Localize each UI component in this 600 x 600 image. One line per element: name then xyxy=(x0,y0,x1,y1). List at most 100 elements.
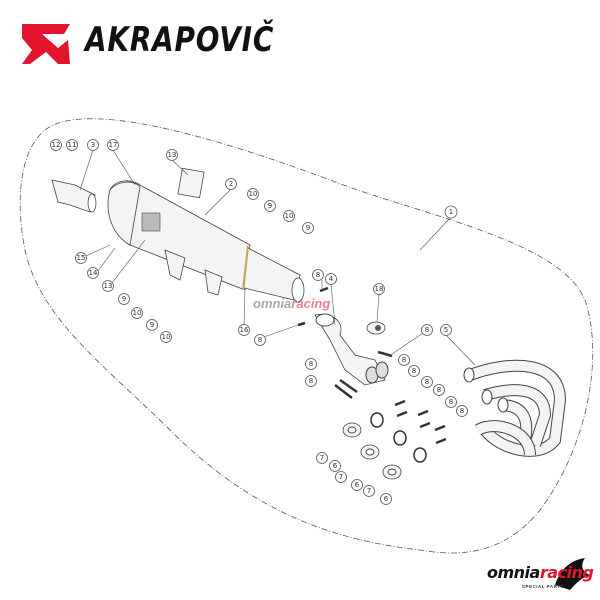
svg-text:18: 18 xyxy=(375,285,384,293)
brand-name: AKRAPOVIČ xyxy=(85,20,275,60)
header-pipes xyxy=(463,359,567,457)
callout-part-6: 6 xyxy=(351,479,363,491)
callout-part-10: 10 xyxy=(131,307,143,319)
svg-text:10: 10 xyxy=(162,333,171,341)
callout-part-13: 13 xyxy=(166,149,178,161)
callout-part-9: 9 xyxy=(302,222,314,234)
callout-part-8: 8 xyxy=(421,324,433,336)
logo-badge xyxy=(141,212,161,232)
watermark-part2: racing xyxy=(291,296,331,311)
svg-text:8: 8 xyxy=(309,377,313,385)
svg-text:10: 10 xyxy=(133,309,142,317)
retailer-name-part1: omnia xyxy=(487,563,540,582)
callout-part-11: 11 xyxy=(66,139,78,151)
callout-part-8: 8 xyxy=(254,334,266,346)
callout-part-8: 8 xyxy=(433,384,445,396)
svg-text:6: 6 xyxy=(333,462,338,470)
retailer-name-part2: racing xyxy=(539,563,594,582)
svg-text:8: 8 xyxy=(449,398,453,406)
callout-part-12: 12 xyxy=(50,139,62,151)
callout-part-16: 16 xyxy=(238,324,250,336)
svg-text:9: 9 xyxy=(150,321,154,329)
callout-part-4: 4 xyxy=(325,273,337,285)
callout-part-9: 9 xyxy=(264,200,276,212)
svg-text:6: 6 xyxy=(355,481,360,489)
callout-part-10: 10 xyxy=(283,210,295,222)
callout-part-17: 17 xyxy=(107,139,119,151)
callout-part-7: 7 xyxy=(316,452,328,464)
svg-text:4: 4 xyxy=(329,275,334,283)
svg-text:9: 9 xyxy=(268,202,272,210)
callout-part-5: 5 xyxy=(440,324,452,336)
callout-part-8: 8 xyxy=(421,376,433,388)
muffler xyxy=(107,180,305,303)
callout-part-18: 18 xyxy=(373,283,385,295)
gaskets-flanges xyxy=(342,412,427,480)
callout-part-10: 10 xyxy=(160,331,172,343)
callout-part-2: 2 xyxy=(225,178,237,190)
springs xyxy=(297,286,447,445)
retailer-tagline: SPECIAL PARTS xyxy=(522,584,565,589)
callout-part-6: 6 xyxy=(380,493,392,505)
retailer-watermark: omniaracing xyxy=(253,296,330,311)
callout-part-1: 1 xyxy=(444,205,458,219)
callout-part-8: 8 xyxy=(408,365,420,377)
svg-text:9: 9 xyxy=(122,295,126,303)
callout-part-10: 10 xyxy=(247,188,259,200)
callout-part-8: 8 xyxy=(312,269,324,281)
svg-text:8: 8 xyxy=(425,326,429,334)
leader-lines xyxy=(79,149,476,366)
svg-text:8: 8 xyxy=(258,336,262,344)
watermark-part1: omnia xyxy=(253,296,292,311)
callout-part-13: 13 xyxy=(102,280,114,292)
svg-text:8: 8 xyxy=(412,367,416,375)
link-pipe xyxy=(51,179,97,213)
callout-part-14: 14 xyxy=(87,267,99,279)
svg-text:9: 9 xyxy=(306,224,310,232)
callout-part-15: 15 xyxy=(75,252,87,264)
svg-text:8: 8 xyxy=(309,360,313,368)
seal-ring xyxy=(366,321,386,335)
callout-part-7: 7 xyxy=(335,471,347,483)
svg-text:5: 5 xyxy=(444,326,448,334)
callout-part-7: 7 xyxy=(363,485,375,497)
svg-text:17: 17 xyxy=(109,141,118,149)
svg-text:6: 6 xyxy=(384,495,389,503)
svg-text:8: 8 xyxy=(437,386,441,394)
callout-part-9: 9 xyxy=(118,293,130,305)
svg-text:13: 13 xyxy=(168,151,177,159)
mid-pipe xyxy=(314,313,389,386)
svg-text:8: 8 xyxy=(425,378,429,386)
callout-part-9: 9 xyxy=(146,319,158,331)
svg-text:14: 14 xyxy=(89,269,98,277)
svg-text:8: 8 xyxy=(316,271,320,279)
part-callouts: 12 11 3 17 13 2 10 9 10 9 1 15 14 13 9 1… xyxy=(50,139,468,505)
callout-part-8: 8 xyxy=(305,358,317,370)
svg-text:7: 7 xyxy=(367,487,371,495)
svg-text:13: 13 xyxy=(104,282,113,290)
svg-text:8: 8 xyxy=(460,407,464,415)
callout-part-8: 8 xyxy=(398,354,410,366)
svg-text:3: 3 xyxy=(91,141,95,149)
svg-text:2: 2 xyxy=(229,180,233,188)
callout-part-8: 8 xyxy=(445,396,457,408)
svg-text:1: 1 xyxy=(449,208,453,216)
retailer-logo: omniaracing xyxy=(487,563,594,582)
svg-text:15: 15 xyxy=(77,254,86,262)
omniaracing-logo-mark xyxy=(555,558,590,590)
heat-shield-label xyxy=(177,167,205,199)
svg-text:8: 8 xyxy=(402,356,406,364)
svg-text:10: 10 xyxy=(249,190,258,198)
svg-text:16: 16 xyxy=(240,326,249,334)
svg-text:11: 11 xyxy=(68,141,77,149)
callout-part-6: 6 xyxy=(329,460,341,472)
kit-boundary xyxy=(19,118,594,554)
callout-part-3: 3 xyxy=(87,139,99,151)
svg-text:7: 7 xyxy=(320,454,324,462)
callout-part-8: 8 xyxy=(305,375,317,387)
callout-part-8: 8 xyxy=(456,405,468,417)
svg-text:12: 12 xyxy=(52,141,61,149)
svg-text:10: 10 xyxy=(285,212,294,220)
svg-text:7: 7 xyxy=(339,473,343,481)
